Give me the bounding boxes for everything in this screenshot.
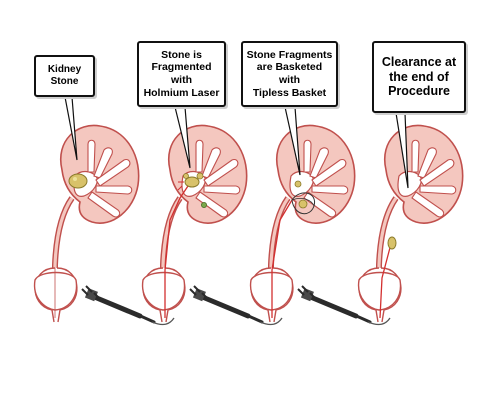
- laser-fiber-icon: [164, 185, 189, 318]
- callout-laser-fragmentation: Stone is Fragmented with Holmium Laser: [137, 41, 226, 107]
- callout-basket-retrieval: Stone Fragments are Basketed with Tiples…: [241, 41, 338, 107]
- panel-basket-retrieval: [190, 106, 355, 325]
- callout-pointer: [395, 112, 409, 189]
- stone-basket-icon: [379, 239, 393, 319]
- panel-laser-fragmentation: [82, 106, 247, 325]
- kidney-stone-fragment: [387, 236, 397, 250]
- panel-kidney-stone: [35, 96, 139, 322]
- kidney-stone-fragment: [298, 199, 308, 209]
- callout-kidney-stone: Kidney Stone: [34, 55, 95, 97]
- callout-pointer: [284, 106, 301, 176]
- stone-basket-icon: [271, 199, 293, 318]
- callout-pointer: [64, 96, 78, 161]
- callout-clearance: Clearance at the end of Procedure: [372, 41, 466, 113]
- kidney-icon: [359, 125, 463, 322]
- kidney-stone: [68, 173, 88, 189]
- kidney-stone-fragment: [184, 176, 200, 188]
- panel-clearance: [298, 112, 463, 325]
- callout-pointer: [174, 106, 191, 169]
